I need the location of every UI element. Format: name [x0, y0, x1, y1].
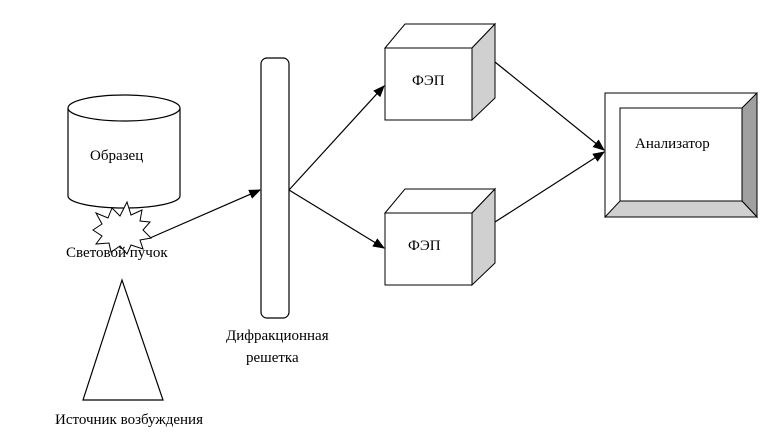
light-beam-label: Световой пучок: [66, 245, 168, 261]
sample-cylinder: [67, 94, 181, 209]
pmt-bottom-label: ФЭП: [408, 238, 441, 254]
arrow-grating-to-pmt-bottom: [288, 189, 386, 249]
arrow-grating-to-pmt-top: [288, 85, 385, 191]
grating-label-line2: решетка: [246, 350, 299, 366]
analyzer-label: Анализатор: [635, 136, 710, 152]
arrow-pmt-bottom-to-analyzer: [494, 151, 606, 223]
arrows: [149, 61, 606, 249]
sample-label: Образец: [90, 148, 144, 164]
excitation-source-triangle: [82, 278, 164, 401]
pmt-bottom-cube: [383, 187, 497, 287]
grating-label-line1: Дифракционная: [226, 328, 329, 344]
light-beam-star: [92, 200, 153, 255]
excitation-source-label: Источник возбуждения: [55, 412, 203, 428]
analyzer-box: [603, 91, 759, 219]
pmt-top-cube: [383, 22, 497, 122]
arrow-beam-to-grating: [149, 189, 262, 239]
arrow-pmt-top-to-analyzer: [494, 61, 605, 151]
pmt-top-label: ФЭП: [412, 73, 445, 89]
diffraction-grating: [260, 57, 290, 319]
